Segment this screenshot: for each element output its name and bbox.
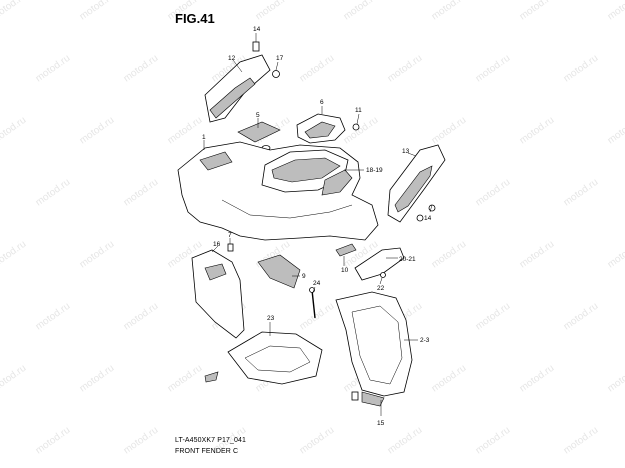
model-code: LT-A450XK7 P17_041: [175, 437, 246, 444]
watermark-text: motod.ru: [298, 425, 337, 457]
watermark-text: motod.ru: [474, 177, 513, 209]
watermark-text: motod.ru: [386, 53, 425, 85]
watermark-text: motod.ru: [34, 301, 73, 333]
callout-14-top: 14: [253, 26, 261, 33]
callout-2-3: 2-3: [420, 337, 430, 344]
watermark-text: motod.ru: [562, 425, 601, 457]
callout-13: 13: [402, 148, 410, 155]
callout-11: 10: [341, 267, 349, 274]
callout-15: 15: [377, 420, 385, 427]
watermark-text: motod.ru: [430, 115, 469, 147]
watermark-text: motod.ru: [342, 115, 381, 147]
callout-17: 17: [276, 55, 284, 62]
watermark-text: motod.ru: [606, 0, 625, 22]
watermark-text: motod.ru: [342, 0, 381, 22]
watermark-text: motod.ru: [474, 301, 513, 333]
watermark-text: motod.ru: [430, 239, 469, 271]
watermark-text: motod.ru: [34, 53, 73, 85]
watermark-text: motod.ru: [122, 177, 161, 209]
leader-lines: [203, 33, 433, 416]
callout-12: 12: [228, 55, 236, 62]
part-11-pad: [335, 243, 357, 257]
callout-labels: 14 12 17 5 6 11 1 18-19 13 14 7 16 9 10 …: [202, 26, 432, 427]
watermark-text: motod.ru: [518, 363, 557, 395]
part-7-clip: [227, 243, 234, 252]
watermark-text: motod.ru: [430, 363, 469, 395]
watermark-text: motod.ru: [0, 239, 28, 271]
watermark-text: motod.ru: [34, 425, 73, 457]
watermark-text: motod.ru: [562, 301, 601, 333]
watermark-text: motod.ru: [122, 53, 161, 85]
watermark-text: motod.ru: [78, 363, 117, 395]
watermark-text: motod.ru: [518, 239, 557, 271]
callout-1: 1: [202, 134, 206, 141]
watermark-text: motod.ru: [166, 115, 205, 147]
figure-name: FRONT FENDER C: [175, 448, 239, 455]
figure-title: FIG.41: [175, 11, 215, 26]
callout-14-right: 14: [424, 215, 432, 222]
watermark-text: motod.ru: [0, 363, 28, 395]
part-13-right-bracket: [387, 144, 446, 223]
part-6-cover: [296, 113, 360, 144]
watermark-text: motod.ru: [254, 0, 293, 22]
fastener-14-17: [252, 41, 280, 78]
watermark-text: motod.ru: [430, 0, 469, 22]
watermark-text: motod.ru: [474, 53, 513, 85]
watermark-text: motod.ru: [562, 53, 601, 85]
callout-10: 11: [355, 107, 362, 114]
watermark-text: motod.ru: [606, 239, 625, 271]
part-1-front-fender: [177, 141, 379, 241]
part-16-side-panel: [191, 249, 245, 339]
callout-7: 7: [228, 232, 232, 239]
watermark-text: motod.ru: [298, 301, 337, 333]
callout-22: 22: [377, 285, 385, 292]
part-23-floor-mat: [204, 331, 323, 385]
watermark-text: motod.ru: [562, 177, 601, 209]
callout-24: 24: [313, 280, 321, 287]
callout-5: 5: [256, 112, 260, 119]
part-2-3-inner-fender: [335, 291, 413, 407]
callout-20-21: 20-21: [399, 256, 416, 263]
watermark-text: motod.ru: [166, 363, 205, 395]
part-9-mesh: [257, 254, 301, 289]
watermark-text: motod.ru: [606, 115, 625, 147]
watermark-text: motod.ru: [298, 53, 337, 85]
watermark-text: motod.ru: [474, 425, 513, 457]
watermark-text: motod.ru: [34, 177, 73, 209]
part-20-21-bracket: [354, 247, 405, 281]
callout-18-19: 18-19: [366, 167, 383, 174]
watermark-text: motod.ru: [78, 239, 117, 271]
watermark-text: motod.ru: [78, 115, 117, 147]
callout-23: 23: [267, 315, 275, 322]
watermark-text: motod.ru: [122, 301, 161, 333]
watermark-text: motod.ru: [0, 115, 28, 147]
watermark-text: motod.ru: [78, 0, 117, 22]
watermark-text: motod.ru: [386, 425, 425, 457]
watermark-text: motod.ru: [0, 0, 28, 22]
callout-9: 9: [302, 273, 306, 280]
part-12-side-bracket: [204, 54, 271, 123]
watermark-text: motod.ru: [606, 363, 625, 395]
watermark-text: motod.ru: [518, 0, 557, 22]
callout-16: 16: [213, 241, 221, 248]
watermark-text: motod.ru: [122, 425, 161, 457]
watermark-text: motod.ru: [518, 115, 557, 147]
callout-6: 6: [320, 99, 324, 106]
